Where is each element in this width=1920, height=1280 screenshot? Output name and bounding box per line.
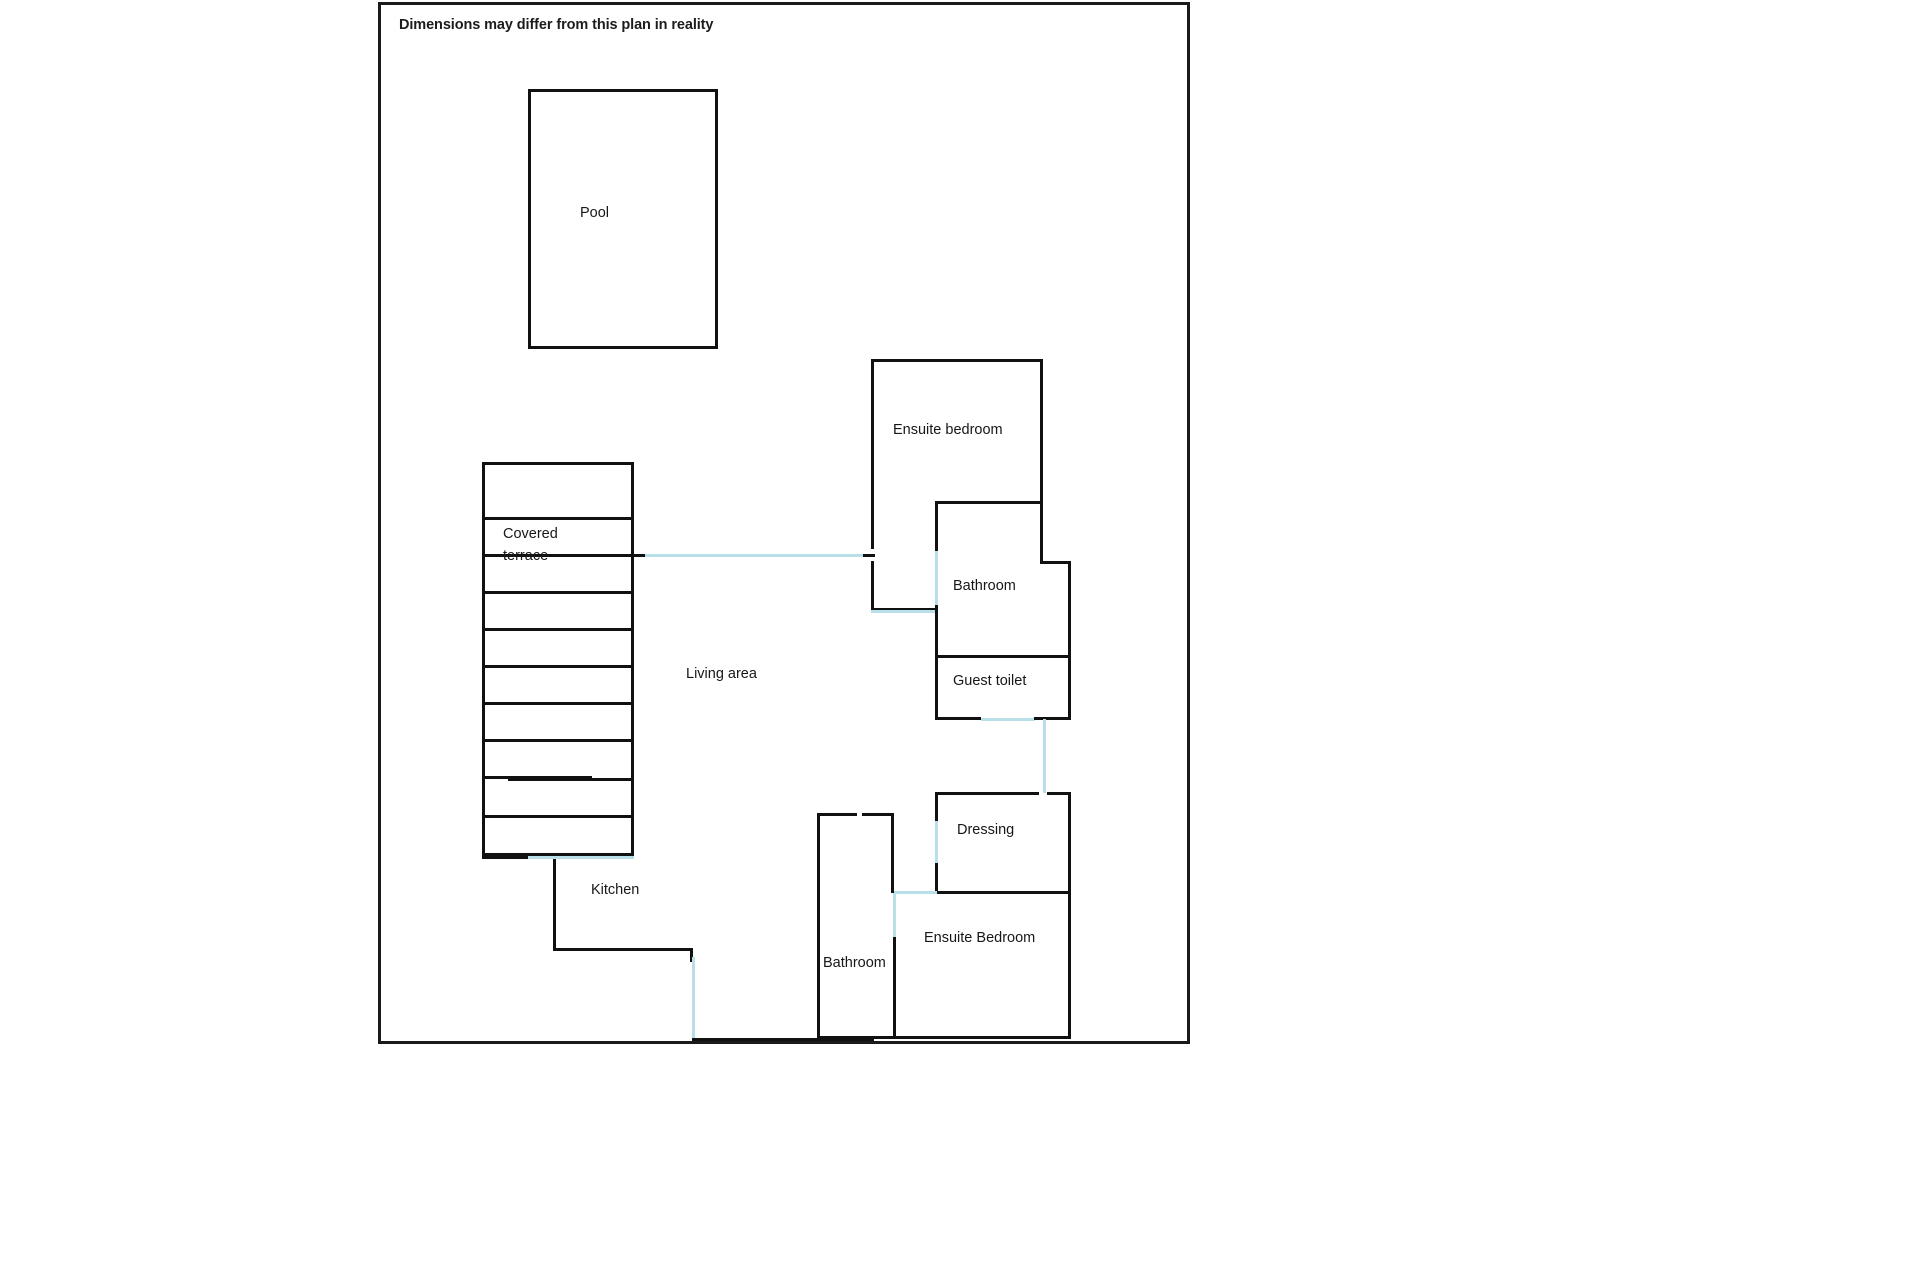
guest-toilet-door <box>981 718 1035 721</box>
covered-terrace-label-line2: terrace <box>503 548 549 564</box>
terrace-to-living-door <box>638 554 868 557</box>
living-to-hall-door <box>692 957 695 1041</box>
guest-toilet-wall-bottom-right <box>1034 717 1071 720</box>
terrace-slat-divider <box>482 665 634 668</box>
ensuite2-wall-right <box>1068 891 1071 1039</box>
dressing-wall-top-left <box>935 792 1039 795</box>
bathroom2-wall-top <box>817 813 857 816</box>
bathroom2-wall-right-upper <box>891 813 894 893</box>
ensuite1-wall-left <box>871 359 874 549</box>
terrace-slat-divider <box>482 591 634 594</box>
terrace-slat-divider <box>482 517 634 520</box>
kitchen-wall-left <box>553 856 556 951</box>
terrace-slat-divider <box>508 778 634 781</box>
guest-toilet-wall-left <box>935 657 938 718</box>
disclaimer-note: Dimensions may differ from this plan in … <box>399 17 714 33</box>
ensuite1-wall-right <box>1040 359 1043 501</box>
dressing-label: Dressing <box>957 822 1015 838</box>
dressing-wall-left-upper <box>935 792 938 822</box>
plan-canvas: Pool Covered terrace Living area <box>381 5 1193 1047</box>
terrace-slat-divider <box>482 739 634 742</box>
ensuite1-wall-bottom <box>871 608 935 611</box>
terrace-slat-divider <box>482 702 634 705</box>
living-area-label: Living area <box>686 666 757 682</box>
kitchen-wall-right <box>690 948 693 962</box>
terrace-slat-divider <box>482 628 634 631</box>
plan-sheet: Dimensions may differ from this plan in … <box>378 2 1190 1044</box>
dressing-wall-top-right <box>1047 792 1071 795</box>
ensuite1-wall-top <box>871 359 1043 362</box>
bathroom-upper-label: Bathroom <box>953 578 1016 594</box>
terrace-slat-divider <box>482 776 592 779</box>
ensuite2-wall-bottom <box>893 1036 1071 1039</box>
bathroom1-door <box>935 551 938 609</box>
pool-room <box>528 89 718 349</box>
bathroom1-wall-left-lower <box>935 605 938 661</box>
bathroom1-wall-right-lower <box>1068 561 1071 657</box>
lower-hall-wall-bottom <box>692 1038 874 1041</box>
kitchen-terrace-wall-stub <box>482 856 528 859</box>
bathroom1-wall-step <box>1040 561 1071 564</box>
wall-stub <box>863 554 875 557</box>
ensuite-bedroom-2-label: Ensuite Bedroom <box>924 930 1036 946</box>
kitchen-wall-bottom <box>553 948 693 951</box>
bedroom1-to-living-door <box>871 610 935 613</box>
guest-toilet-label: Guest toilet <box>953 673 1027 689</box>
kitchen-terrace-door <box>528 856 634 859</box>
bathroom2-door <box>893 893 896 937</box>
bathroom1-wall-top <box>935 501 1043 504</box>
dressing-to-bedroom2-door <box>893 891 937 894</box>
terrace-slat-divider <box>482 815 634 818</box>
bathroom1-wall-left-upper <box>935 501 938 551</box>
dressing-wall-bottom <box>935 891 1071 894</box>
covered-terrace-room <box>482 462 634 856</box>
bathroom-lower-label: Bathroom <box>823 955 886 971</box>
guest-toilet-to-hall-door <box>1043 719 1046 793</box>
bathroom1-wall-bottom <box>935 655 1071 658</box>
pool-label: Pool <box>580 205 610 221</box>
covered-terrace-label-line1: Covered <box>503 526 558 542</box>
terrace-slat-divider <box>482 554 634 557</box>
dressing-wall-left-lower <box>935 863 938 893</box>
bathroom1-wall-right-upper <box>1040 501 1043 564</box>
wall-stub <box>631 554 645 557</box>
guest-toilet-wall-right <box>1068 657 1071 720</box>
bathroom2-wall-bottom <box>817 1036 894 1039</box>
ensuite1-wall-left-lower <box>871 561 874 611</box>
bathroom2-wall-left <box>817 813 820 1039</box>
bathroom2-wall-top-right <box>862 813 894 816</box>
ensuite-bedroom-label: Ensuite bedroom <box>893 422 1003 438</box>
dressing-door <box>935 821 938 865</box>
guest-toilet-wall-bottom-left <box>935 717 981 720</box>
kitchen-label: Kitchen <box>591 882 640 898</box>
ensuite2-wall-left-lower <box>893 935 896 1038</box>
dressing-wall-right <box>1068 792 1071 893</box>
